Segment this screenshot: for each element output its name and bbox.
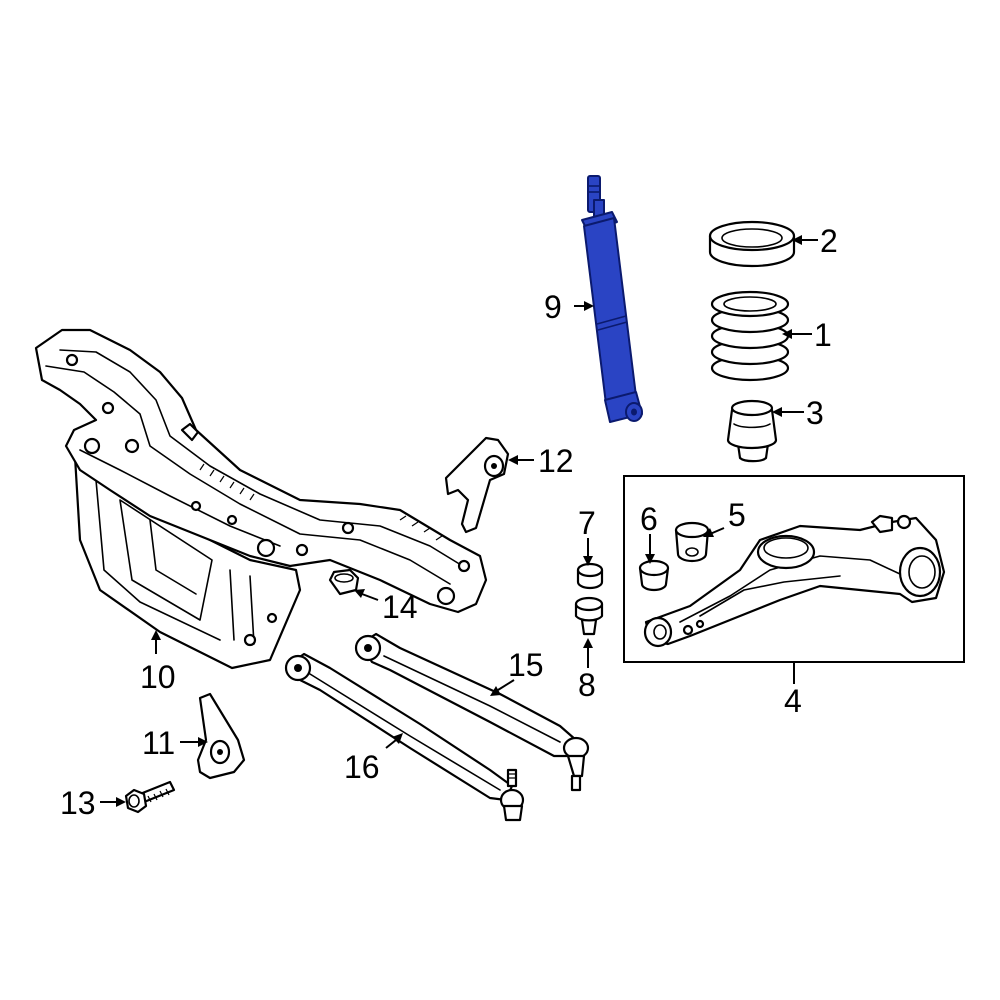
callout-5: 5 bbox=[728, 497, 746, 533]
callout-11: 11 bbox=[142, 725, 175, 761]
part-7-bushing[interactable] bbox=[576, 562, 604, 590]
callout-8: 8 bbox=[578, 667, 596, 703]
callout-14: 14 bbox=[382, 589, 418, 625]
callout-labels: 1 2 3 4 5 6 7 8 9 10 11 12 13 14 15 16 bbox=[60, 223, 838, 821]
callout-10: 10 bbox=[140, 659, 176, 695]
part-8-stud[interactable] bbox=[574, 596, 604, 636]
callout-4: 4 bbox=[784, 683, 802, 719]
callout-2: 2 bbox=[820, 223, 838, 259]
part-6-bushing[interactable] bbox=[638, 559, 670, 592]
part-1-coil-spring[interactable] bbox=[710, 290, 790, 382]
part-2-spring-isolator[interactable] bbox=[708, 220, 796, 268]
part-14-nut[interactable] bbox=[328, 568, 360, 596]
part-16-link[interactable] bbox=[284, 652, 525, 822]
part-13-bolt[interactable] bbox=[124, 780, 176, 814]
callout-12: 12 bbox=[538, 443, 574, 479]
callout-15: 15 bbox=[508, 647, 544, 683]
callout-13: 13 bbox=[60, 785, 96, 821]
callout-16: 16 bbox=[344, 749, 380, 785]
callout-3: 3 bbox=[806, 395, 824, 431]
callout-7: 7 bbox=[578, 505, 596, 541]
part-15-link[interactable] bbox=[354, 632, 590, 792]
part-4-trailing-arm[interactable] bbox=[643, 514, 946, 648]
leader-lines bbox=[100, 235, 818, 807]
callout-6: 6 bbox=[640, 501, 658, 537]
part-3-jounce-bumper[interactable] bbox=[726, 399, 778, 463]
part-10-subframe[interactable] bbox=[34, 328, 488, 670]
part-9-shock-absorber[interactable] bbox=[581, 175, 643, 423]
part-12-bracket[interactable] bbox=[444, 436, 510, 534]
callout-1: 1 bbox=[814, 317, 832, 353]
part-11-bracket[interactable] bbox=[196, 692, 246, 780]
callout-9: 9 bbox=[544, 289, 562, 325]
part-5-bushing[interactable] bbox=[674, 521, 710, 563]
